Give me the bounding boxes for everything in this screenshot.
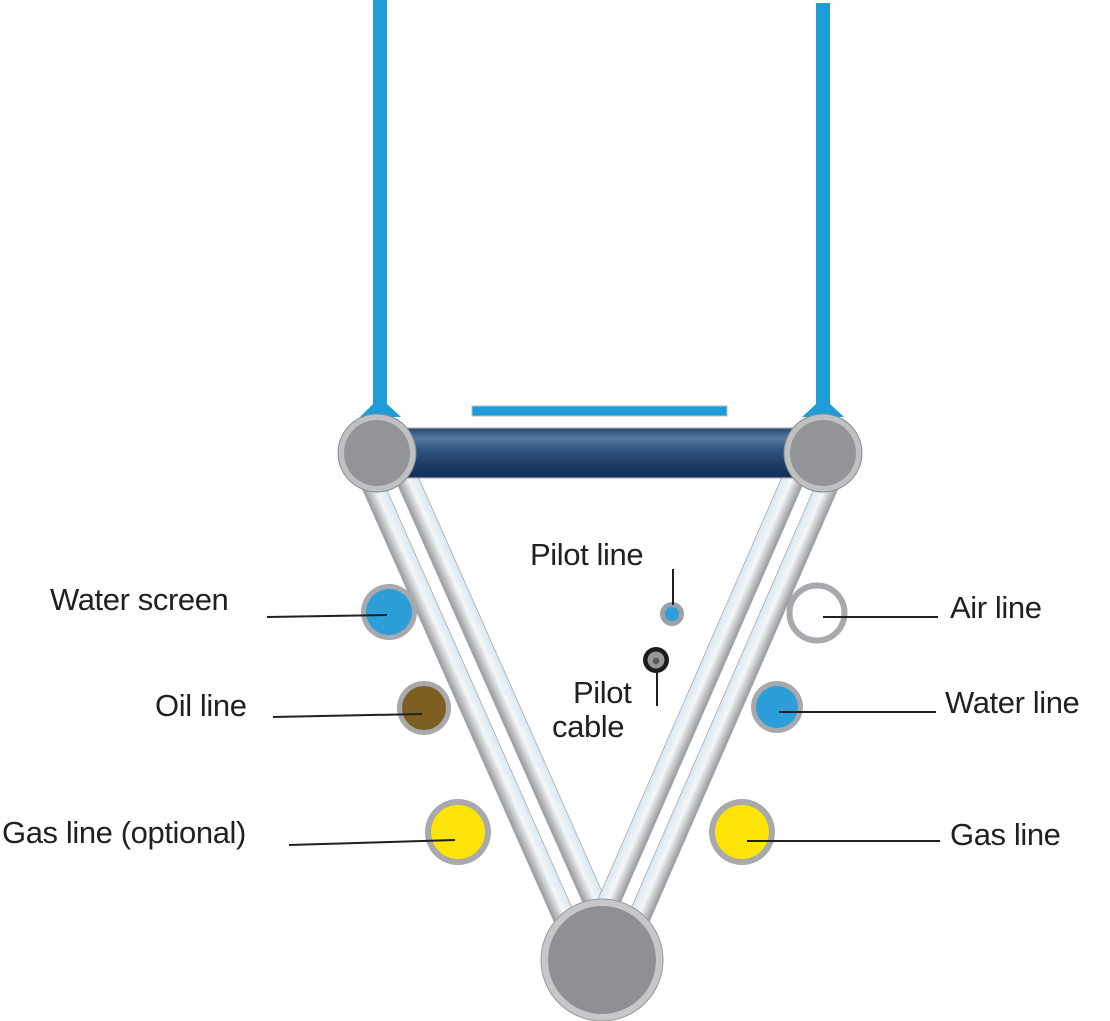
gas-line-marker	[709, 799, 775, 865]
gas-line-marker-fill	[715, 805, 769, 859]
oil-line-marker-fill	[402, 686, 446, 730]
water-line-label: Water line	[945, 685, 1079, 720]
pilot-line-marker-fill	[665, 607, 679, 621]
water-screen-marker	[361, 584, 417, 640]
water-line-marker-fill	[756, 686, 798, 728]
pilot-line-marker	[660, 602, 684, 626]
oil-line-marker	[397, 681, 451, 735]
bottom-sheave-hub	[548, 906, 656, 1014]
pilot-cable-label-line1: Pilot	[573, 675, 632, 710]
left-pipe-flare	[360, 404, 401, 417]
left-sheave	[337, 413, 417, 493]
gas-line-optional-leader-line	[288, 839, 456, 846]
cross-beam	[389, 427, 811, 479]
water-screen-label: Water screen	[50, 582, 228, 617]
bottom-sheave	[540, 898, 664, 1021]
left-sheave-hub	[344, 420, 410, 486]
pilot-cable-marker-center	[652, 657, 660, 665]
right-sheave-hub	[790, 420, 856, 486]
water-screen-leader-line	[266, 614, 388, 618]
upper-blue-bar	[471, 405, 728, 417]
right-sheave	[783, 413, 863, 493]
water-line-marker	[751, 681, 803, 733]
pilot-line-label: Pilot line	[530, 537, 643, 572]
gas-line-optional-label: Gas line (optional)	[2, 815, 246, 850]
air-line-label: Air line	[950, 590, 1042, 625]
right-outer-leg	[600, 441, 856, 988]
left-riser-pipe	[373, 0, 387, 410]
air-line-marker	[786, 582, 848, 644]
right-pipe-flare	[802, 404, 844, 417]
oil-line-label: Oil line	[155, 688, 247, 723]
gas-line-optional-marker	[425, 799, 491, 865]
air-line-marker-ring	[786, 582, 848, 644]
oil-line-leader-line	[272, 713, 423, 718]
pilot-cable-marker	[643, 647, 669, 673]
right-riser-pipe	[816, 3, 830, 410]
gas-line-optional-marker-fill	[431, 805, 485, 859]
water-screen-marker-fill	[366, 589, 412, 635]
pilot-cable-label-line2: cable	[552, 709, 624, 744]
gas-line-label: Gas line	[950, 817, 1061, 852]
